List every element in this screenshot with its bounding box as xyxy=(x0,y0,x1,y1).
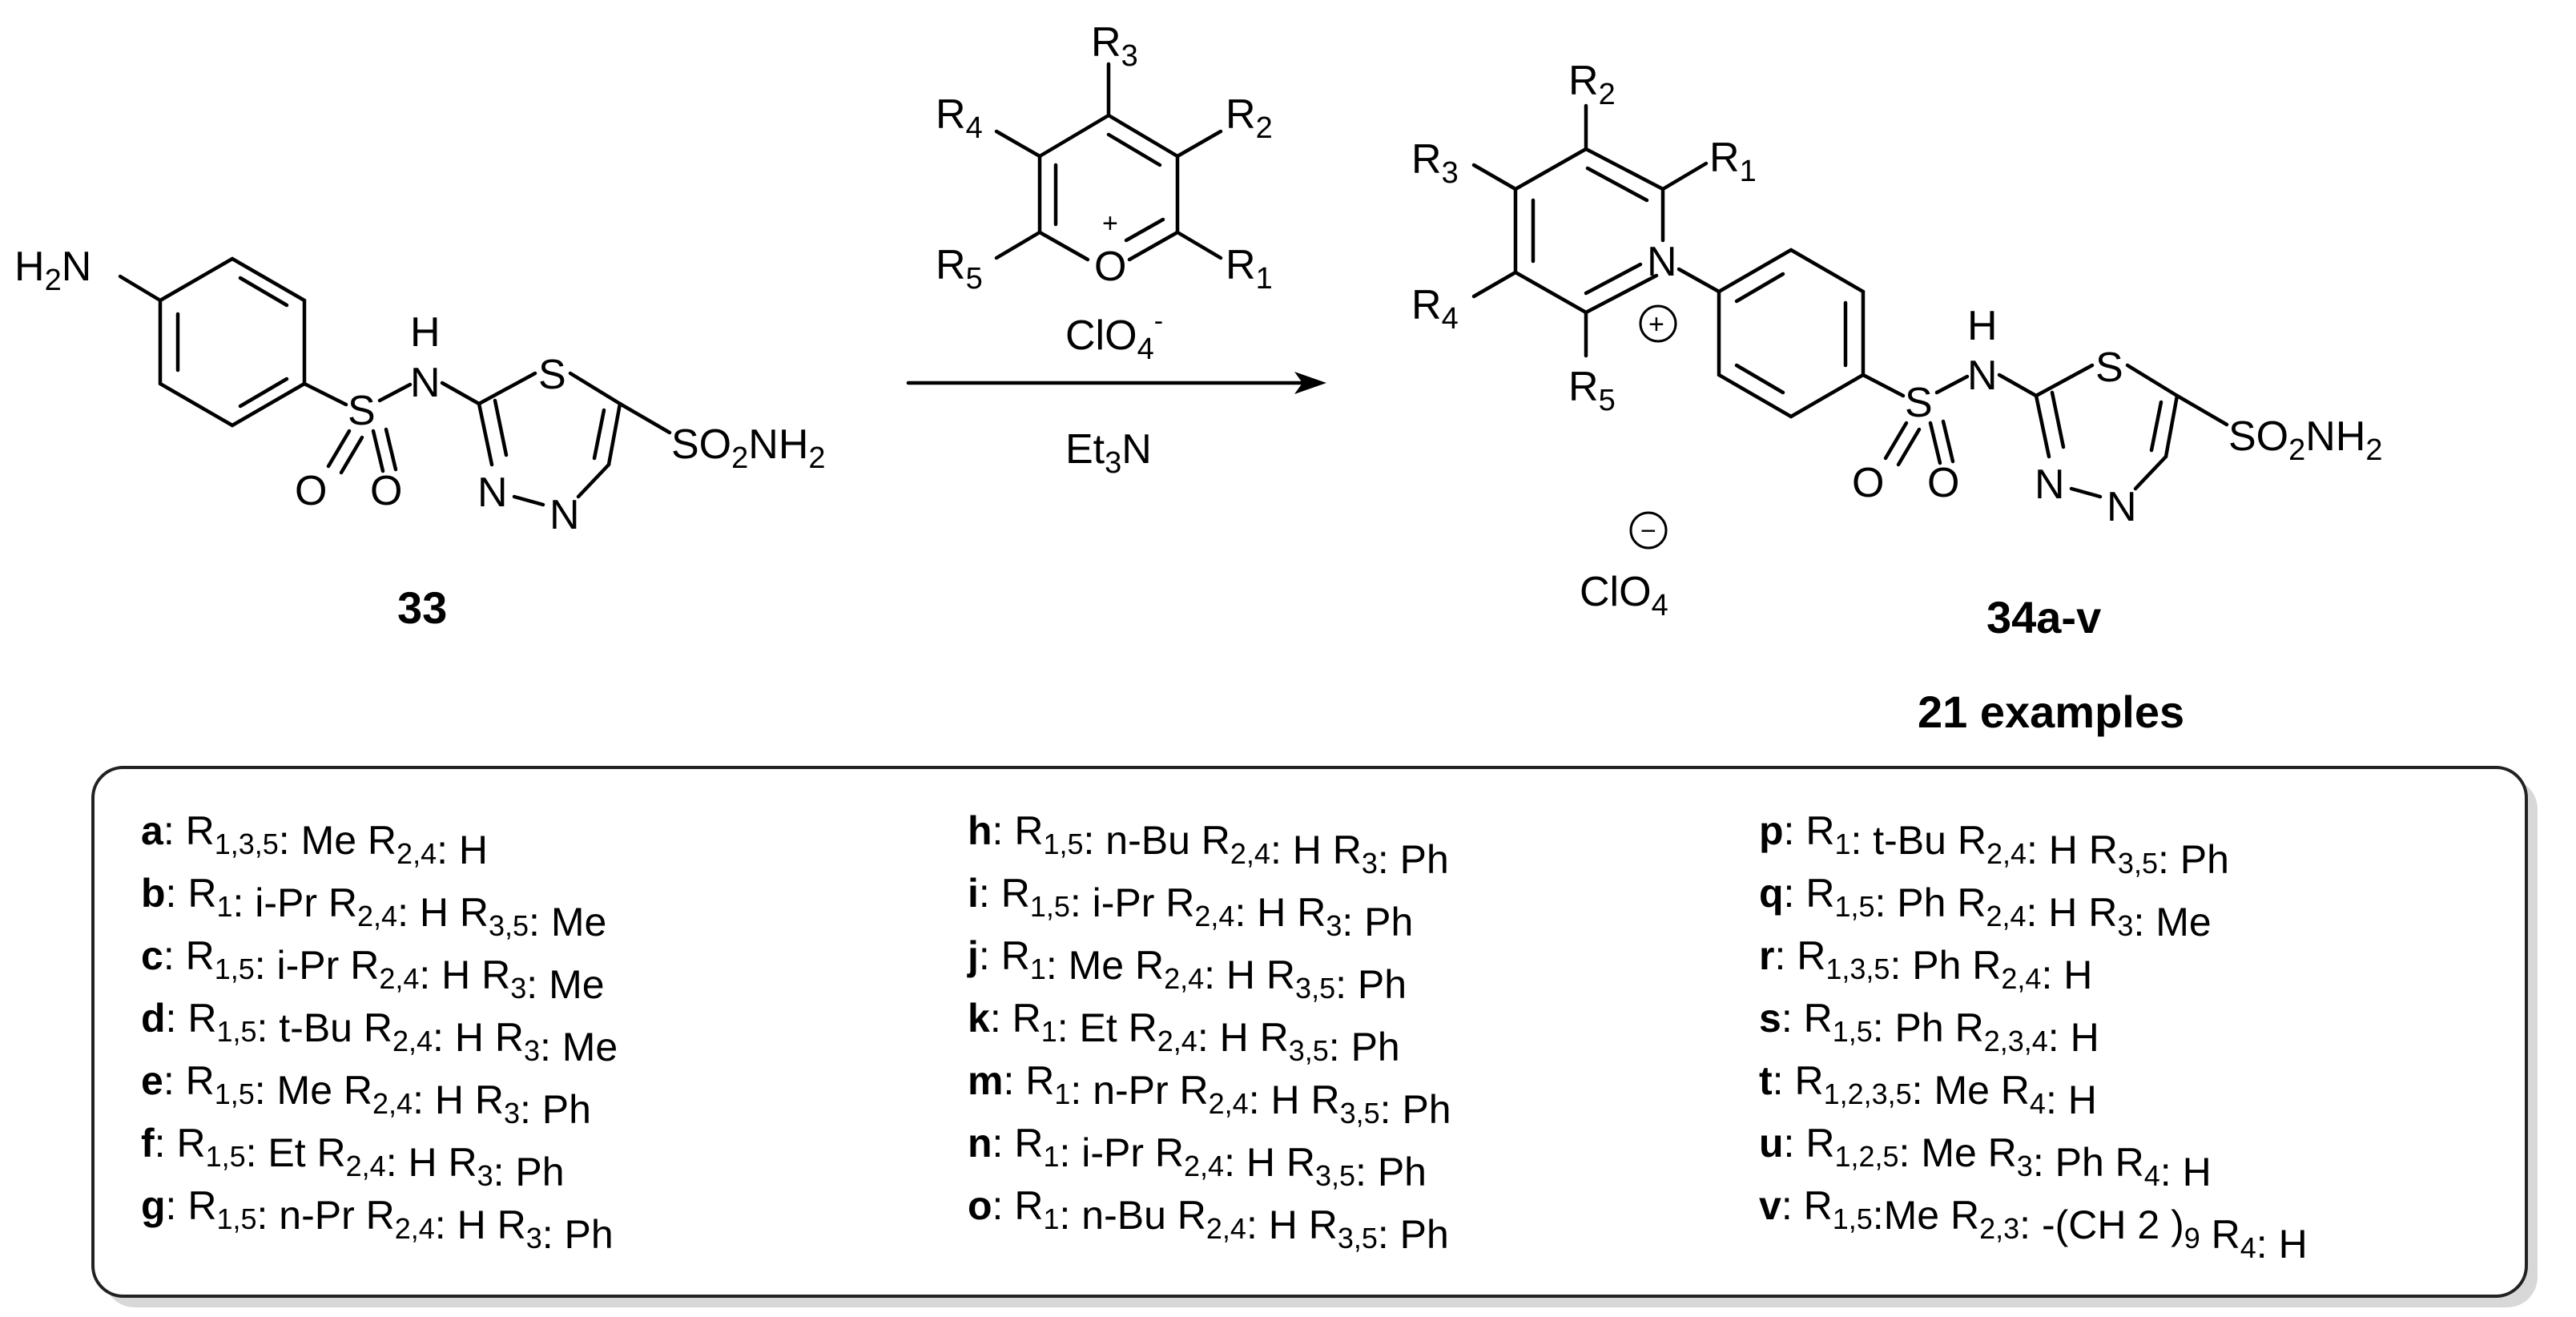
product-r3: R3 xyxy=(1411,136,1459,190)
cation-charge: + xyxy=(1648,309,1664,340)
legend-entry-o: o: R1: n-Bu R2,4: H R3,5: Ph xyxy=(968,1183,1449,1257)
sulfonamide-group: SO2NH2 xyxy=(671,421,826,475)
legend-entry-d: d: R1,5: t-Bu R2,4: H R3: Me xyxy=(141,996,618,1069)
legend-entry-j: j: R1: Me R2,4: H R3,5: Ph xyxy=(967,933,1407,1007)
legend-entry-f: f: R1,5: Et R2,4: H R3: Ph xyxy=(141,1121,565,1194)
nh-hydrogen: H xyxy=(410,309,441,356)
legend-entry-s: s: R1,5: Ph R2,3,4: H xyxy=(1759,996,2099,1060)
product-thiadiazole-sulfur: S xyxy=(2095,344,2123,391)
legend-entry-r: r: R1,3,5: Ph R2,4: H xyxy=(1759,933,2092,997)
reactant-33: H2N S O O N H S N N SO2NH2 33 xyxy=(14,244,826,633)
legend-entry-m: m: R1: n-Pr R2,4: H R3,5: Ph xyxy=(968,1058,1451,1132)
amine-group: H2N xyxy=(14,244,91,297)
legend-column-2: h: R1,5: n-Bu R2,4: H R3: Phi: R1,5: i-P… xyxy=(967,808,1451,1257)
sulfonyl-oxygen-1: O xyxy=(295,468,327,514)
anion-charge-circle xyxy=(1629,511,1668,550)
pyrylium-r4: R4 xyxy=(936,91,983,145)
legend-entry-v: v: R1,5:Me R2,3: -(CH 2 )9 R4: H xyxy=(1759,1183,2308,1267)
product-label: 34a-v xyxy=(1986,592,2101,642)
sulfonyl-sulfur: S xyxy=(348,388,376,434)
pyrylium-reagent: R3 R2 R4 R5 R1 O + ClO4- xyxy=(936,19,1273,366)
reactant-label: 33 xyxy=(397,582,447,633)
legend-column-1: a: R1,3,5: Me R2,4: Hb: R1: i-Pr R2,4: H… xyxy=(141,808,618,1257)
pyrylium-r3: R3 xyxy=(1091,19,1138,73)
product-sulfonyl-oxygen-2: O xyxy=(1927,460,1959,506)
examples-count: 21 examples xyxy=(1918,687,2184,737)
legend-entry-q: q: R1,5: Ph R2,4: H R3: Me xyxy=(1759,871,2212,944)
legend-column-3: p: R1: t-Bu R2,4: H R3,5: Phq: R1,5: Ph … xyxy=(1759,808,2308,1267)
reaction-arrow xyxy=(906,372,1326,394)
perchlorate-counterion: ClO4- xyxy=(1065,306,1163,366)
product-sulfonamide-group: SO2NH2 xyxy=(2228,413,2383,467)
product-r2: R2 xyxy=(1568,58,1616,111)
legend-entry-c: c: R1,5: i-Pr R2,4: H R3: Me xyxy=(141,933,605,1007)
pyrylium-r2: R2 xyxy=(1226,91,1273,145)
product-thiadiazole-nitrogen-1: N xyxy=(2035,461,2065,508)
sulfonyl-oxygen-2: O xyxy=(370,468,402,514)
legend-entry-p: p: R1: t-Bu R2,4: H R3,5: Ph xyxy=(1759,808,2229,882)
pyrylium-oxygen: O xyxy=(1094,244,1126,290)
thiadiazole-nitrogen-2: N xyxy=(549,492,580,538)
product-nh-nitrogen: N xyxy=(1967,352,1998,399)
thiadiazole-sulfur: S xyxy=(538,352,566,398)
legend-entry-n: n: R1: i-Pr R2,4: H R3,5: Ph xyxy=(968,1121,1427,1194)
anion-charge: − xyxy=(1640,516,1656,546)
product-thiadiazole-nitrogen-2: N xyxy=(2107,484,2137,530)
legend-entry-e: e: R1,5: Me R2,4: H R3: Ph xyxy=(141,1058,591,1132)
product-sulfonyl-sulfur: S xyxy=(1905,380,1933,426)
product-nh-hydrogen: H xyxy=(1967,303,1998,349)
base-reagent: Et3N xyxy=(1065,426,1152,480)
substituent-legend: a: R1,3,5: Me R2,4: Hb: R1: i-Pr R2,4: H… xyxy=(91,766,2538,1307)
thiadiazole-nitrogen-1: N xyxy=(477,469,508,516)
legend-entry-u: u: R1,2,5: Me R3: Ph R4: H xyxy=(1759,1121,2212,1194)
legend-entry-t: t: R1,2,3,5: Me R4: H xyxy=(1759,1058,2097,1122)
legend-entry-i: i: R1,5: i-Pr R2,4: H R3: Ph xyxy=(968,871,1413,944)
pyrylium-r5: R5 xyxy=(936,242,983,296)
legend-entry-k: k: R1: Et R2,4: H R3,5: Ph xyxy=(968,996,1400,1069)
product-perchlorate: ClO4 xyxy=(1580,569,1668,622)
product-34: R2 R1 R3 R4 R5 N + S O O N H xyxy=(1411,58,2383,737)
product-r4: R4 xyxy=(1411,282,1459,336)
pyrylium-r1: R1 xyxy=(1226,242,1273,296)
pyrylium-charge: + xyxy=(1102,208,1118,239)
cation-charge-circle xyxy=(1639,304,1677,343)
legend-entry-h: h: R1,5: n-Bu R2,4: H R3: Ph xyxy=(968,808,1449,882)
product-r5: R5 xyxy=(1568,364,1616,417)
legend-entry-g: g: R1,5: n-Pr R2,4: H R3: Ph xyxy=(141,1183,614,1257)
product-r1: R1 xyxy=(1709,135,1757,188)
pyridinium-nitrogen: N xyxy=(1647,239,1677,285)
product-sulfonyl-oxygen-1: O xyxy=(1852,460,1884,506)
legend-entry-b: b: R1: i-Pr R2,4: H R3,5: Me xyxy=(141,871,606,944)
nh-nitrogen: N xyxy=(410,360,441,406)
legend-entry-a: a: R1,3,5: Me R2,4: H xyxy=(141,808,488,872)
